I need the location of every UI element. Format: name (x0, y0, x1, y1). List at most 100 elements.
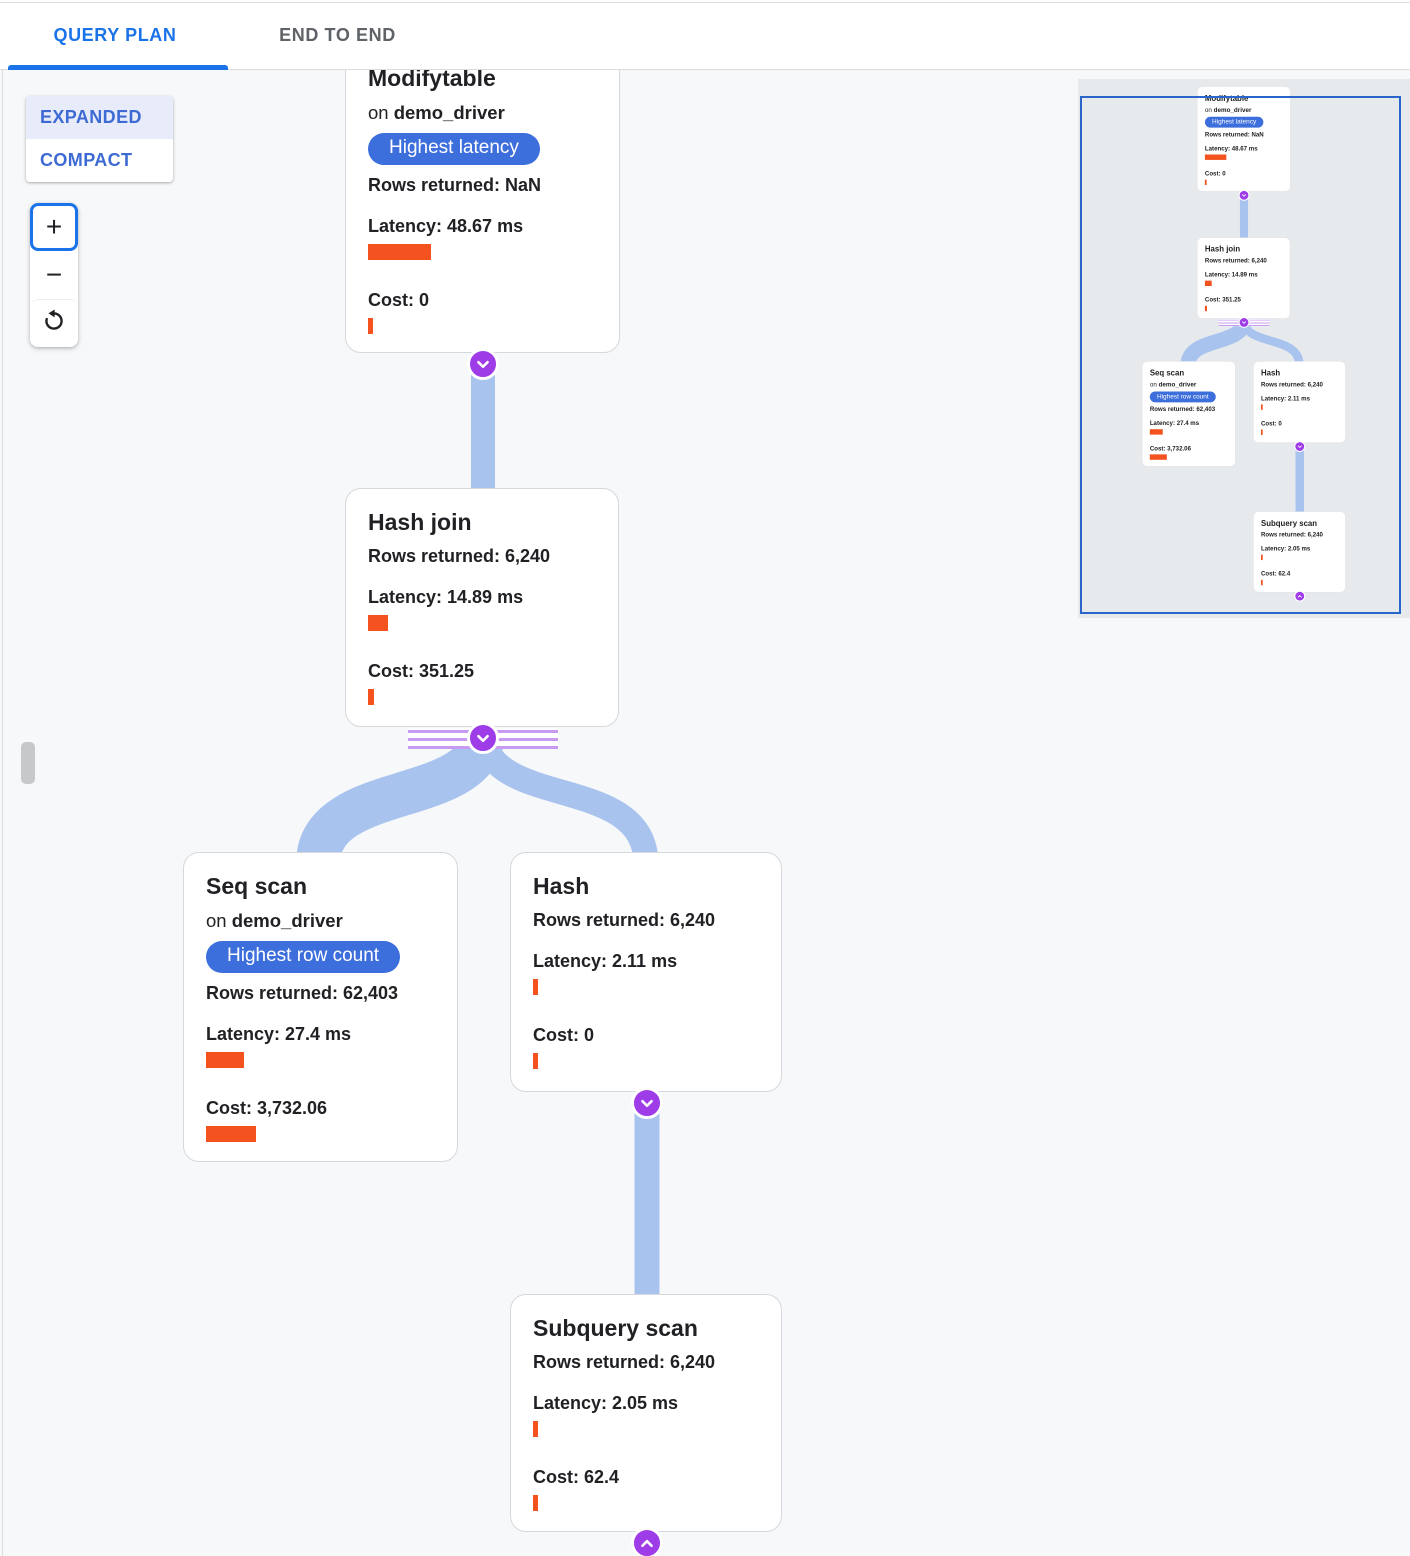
node-table-name: demo_driver (393, 102, 505, 123)
zoom-in-button[interactable]: + (30, 203, 78, 251)
mini-node-rows-returned: Rows returned: 6,240 (1261, 531, 1323, 538)
mini-node-title: Hash join (1204, 244, 1241, 254)
mini-node-title: Hash (1261, 368, 1281, 378)
node-rows-returned: Rows returned: NaN (368, 175, 542, 195)
mini-plan-edges (1180, 193, 1305, 515)
mini-plan-edge (1180, 319, 1252, 367)
mini-node-cost: Cost: 351.25 (1204, 296, 1241, 304)
mini-node-title: Seq scan (1149, 368, 1185, 378)
node-cost: Cost: 351.25 (368, 661, 475, 681)
node-badge: Highest row count (206, 941, 401, 973)
chevron-up-icon (641, 1539, 653, 1548)
mini-node-rows-returned: Rows returned: 6,240 (1204, 257, 1267, 264)
node-latency: Latency: 27.4 ms (206, 1024, 352, 1044)
tab-bar: QUERY PLAN END TO END (0, 0, 1410, 70)
node-cost: Cost: 62.4 (533, 1467, 620, 1487)
mini-cost-bar (1149, 454, 1167, 460)
mini-node-latency: Latency: 2.05 ms (1261, 545, 1311, 552)
compact-button[interactable]: COMPACT (26, 139, 173, 182)
mini-node-latency: Latency: 27.4 ms (1149, 419, 1200, 427)
connector-hash[interactable] (631, 1087, 663, 1119)
mini-node-badge: Highest row count (1149, 391, 1216, 403)
reset-zoom-button[interactable] (30, 299, 78, 347)
node-latency: Latency: 48.67 ms (368, 216, 524, 236)
mini-latency-bar (1204, 154, 1227, 160)
mini-cost-bar (1204, 179, 1207, 186)
mini-chevron-down-icon (1242, 321, 1246, 324)
mini-node-table-prefix: on (1149, 380, 1157, 389)
plan-edges (296, 358, 660, 1304)
node-table-prefix: on (206, 910, 227, 931)
mini-node-cost: Cost: 0 (1261, 420, 1282, 427)
mini-node-rows-returned: Rows returned: 6,240 (1261, 380, 1323, 388)
node-table-name: demo_driver (231, 910, 343, 931)
node-latency: Latency: 2.11 ms (533, 951, 678, 971)
latency-bar (206, 1052, 244, 1068)
node-cost: Cost: 3,732.06 (206, 1098, 328, 1118)
mini-node-table-prefix: on (1204, 106, 1212, 114)
tab-query-plan[interactable]: QUERY PLAN (53, 25, 177, 45)
node-table-prefix: on (368, 102, 389, 123)
node-rows-returned: Rows returned: 6,240 (533, 910, 716, 930)
chevron-down-icon (477, 734, 489, 743)
node-table: on demo_driver (206, 910, 435, 932)
mini-node-badge: Highest latency (1204, 116, 1264, 128)
left-divider (2, 70, 3, 1556)
latency-bar (368, 244, 431, 260)
expanded-button[interactable]: EXPANDED (26, 96, 173, 139)
node-cost: Cost: 0 (368, 290, 430, 310)
mini-connector-hash (1294, 441, 1306, 452)
mini-node-latency: Latency: 48.67 ms (1204, 144, 1258, 152)
mini-node-cost: Cost: 3,732.06 (1149, 444, 1191, 452)
mini-node-latency: Latency: 2.11 ms (1261, 394, 1310, 402)
plan-edge (296, 731, 505, 867)
connector-modifytable[interactable] (467, 348, 499, 380)
connector-subquery-scan[interactable] (631, 1527, 663, 1556)
connector-hash-join[interactable] (467, 722, 499, 754)
cost-bar (368, 689, 374, 705)
node-rows-returned: Rows returned: 6,240 (533, 1352, 716, 1372)
node-title: Hash join (368, 509, 472, 535)
mini-node-table-name: demo_driver (1213, 106, 1252, 114)
mini-cost-bar (1261, 579, 1263, 586)
view-mode-toggle: EXPANDED COMPACT (26, 96, 173, 182)
cost-bar (206, 1126, 256, 1142)
zoom-out-button[interactable]: − (30, 251, 78, 299)
scrollbar-thumb[interactable] (21, 742, 35, 784)
latency-bar (533, 979, 538, 995)
mini-plan-edge (1239, 320, 1304, 366)
mini-node-cost: Cost: 62.4 (1261, 570, 1291, 578)
mini-latency-bar (1149, 429, 1163, 435)
node-table: on demo_driver (368, 102, 597, 124)
node-title: Subquery scan (533, 1315, 698, 1341)
cost-bar (533, 1053, 538, 1069)
tab-end-to-end[interactable]: END TO END (279, 25, 396, 45)
mini-node-table-name: demo_driver (1158, 380, 1197, 389)
mini-connector-modifytable (1238, 189, 1250, 201)
node-title: Seq scan (206, 873, 307, 899)
cost-bar (533, 1495, 538, 1511)
mini-node-latency: Latency: 14.89 ms (1204, 271, 1258, 278)
minimap-viewport[interactable] (1080, 96, 1401, 614)
node-rows-returned: Rows returned: 62,403 (206, 983, 399, 1003)
mini-connector-subquery-scan (1294, 590, 1306, 602)
chevron-down-icon (477, 360, 489, 369)
active-tab-indicator (8, 65, 228, 70)
mini-node-rows-returned: Rows returned: 62,403 (1149, 405, 1216, 413)
node-title: Hash (533, 873, 590, 899)
mini-node-table: on demo_driver (1150, 381, 1228, 388)
mini-chevron-up-icon (1297, 595, 1302, 598)
